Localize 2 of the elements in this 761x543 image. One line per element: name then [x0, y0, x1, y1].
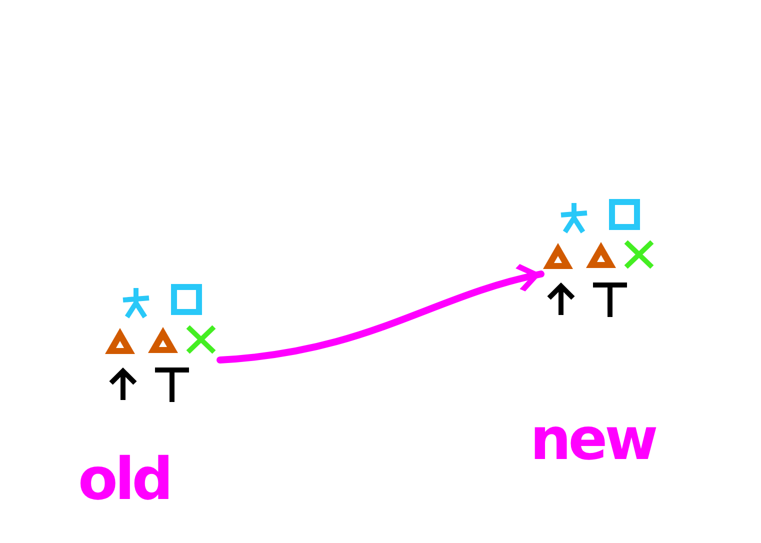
- node-caption: old: [78, 449, 170, 509]
- node-caption: new: [530, 409, 656, 469]
